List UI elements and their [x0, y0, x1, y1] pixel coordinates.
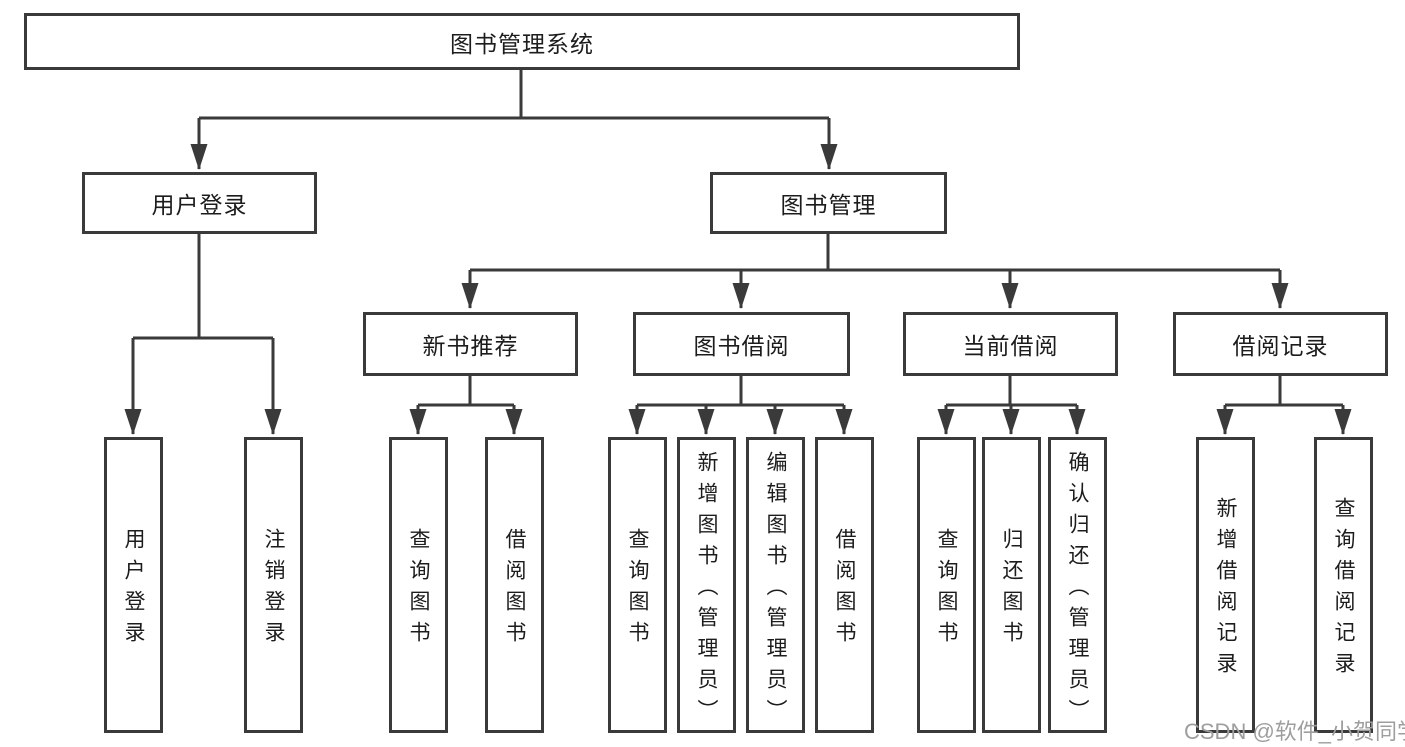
node-label: 借阅图书 [833, 528, 856, 652]
node-label: 用户登录 [122, 528, 145, 652]
node-label: 查询图书 [407, 528, 430, 652]
node-label: 当前借阅 [962, 333, 1059, 359]
node-label: 注销登录 [262, 528, 285, 652]
node-book-borrow: 图书借阅 [633, 312, 850, 376]
leaf-current-query-books: 查询图书 [917, 437, 976, 733]
leaf-recommend-borrow-books: 借阅图书 [485, 437, 544, 733]
node-label: 新增借阅记录 [1214, 497, 1237, 683]
leaf-records-query-record: 查询借阅记录 [1314, 437, 1373, 733]
leaf-borrow-add-books-admin: 新增图书（管理员） [677, 437, 736, 733]
node-label: 图书借阅 [693, 333, 790, 359]
node-user-login: 用户登录 [82, 172, 317, 234]
leaf-recommend-query-books: 查询图书 [389, 437, 448, 733]
node-book-management: 图书管理 [710, 172, 947, 234]
node-label: 用户登录 [151, 192, 248, 218]
node-label: 图书管理系统 [450, 30, 594, 57]
node-label: 确认归还（管理员） [1066, 450, 1089, 730]
node-label: 查询图书 [626, 528, 649, 652]
watermark-text: CSDN @软件_小贺同学 [1184, 719, 1405, 744]
leaf-current-return-books: 归还图书 [982, 437, 1041, 733]
node-new-book-recommend: 新书推荐 [363, 312, 578, 376]
node-label: 图书管理 [780, 192, 877, 218]
node-current-borrow: 当前借阅 [903, 312, 1118, 376]
node-label: 查询图书 [935, 528, 958, 652]
leaf-current-confirm-return-admin: 确认归还（管理员） [1048, 437, 1107, 733]
node-label: 编辑图书（管理员） [764, 450, 787, 730]
leaf-records-add-record: 新增借阅记录 [1196, 437, 1255, 733]
node-label: 新增图书（管理员） [695, 450, 718, 730]
leaf-logout: 注销登录 [244, 437, 303, 733]
leaf-borrow-borrow-books: 借阅图书 [815, 437, 874, 733]
node-borrow-records: 借阅记录 [1173, 312, 1388, 376]
node-root: 图书管理系统 [24, 13, 1020, 70]
node-label: 新书推荐 [422, 333, 519, 359]
leaf-borrow-query-books: 查询图书 [608, 437, 667, 733]
node-label: 归还图书 [1000, 528, 1023, 652]
leaf-user-login: 用户登录 [104, 437, 163, 733]
leaf-borrow-edit-books-admin: 编辑图书（管理员） [746, 437, 805, 733]
node-label: 借阅图书 [503, 528, 526, 652]
node-label: 查询借阅记录 [1332, 497, 1355, 683]
node-label: 借阅记录 [1232, 333, 1329, 359]
